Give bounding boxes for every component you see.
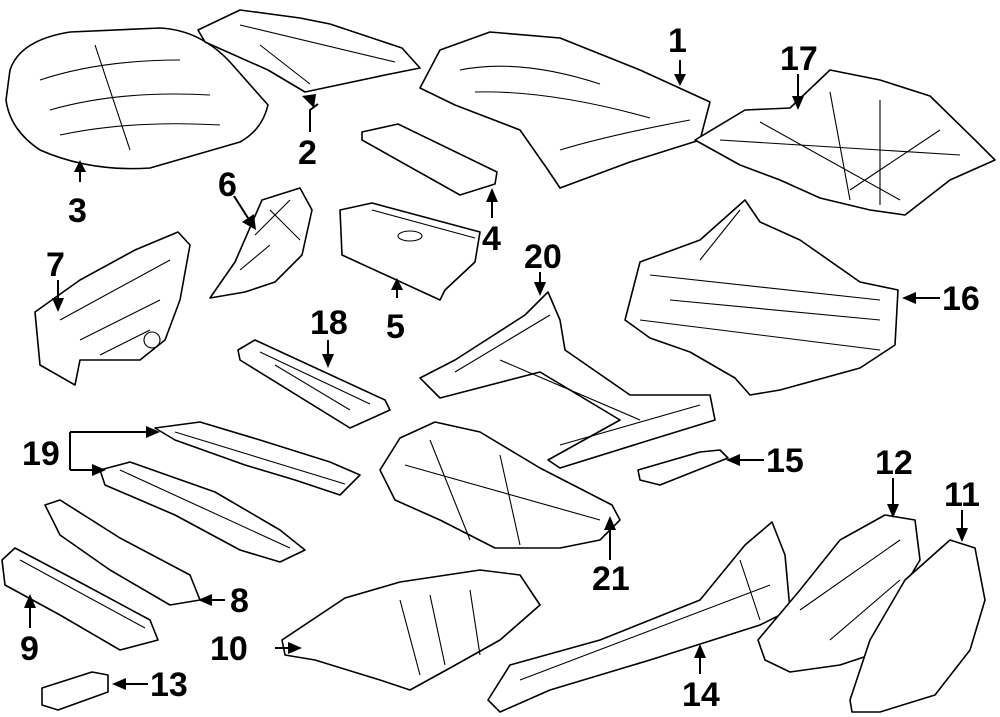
callout-8: 8: [230, 582, 249, 620]
part-6-trim: [209, 187, 313, 299]
part-3-cushion-cover: [5, 27, 269, 170]
callout-11: 11: [944, 476, 980, 514]
part-2-seat-pan: [197, 9, 421, 93]
callout-20: 20: [524, 238, 562, 276]
callout-16: 16: [942, 280, 980, 318]
part-19-rails: [99, 421, 361, 563]
part-4-pad: [361, 123, 498, 196]
callout-2: 2: [298, 134, 317, 172]
part-10-console: [281, 569, 541, 691]
part-13-block: [41, 671, 109, 711]
callout-6: 6: [218, 166, 237, 204]
part-16-seat-frame: [624, 199, 899, 396]
part-15-bracket: [637, 449, 729, 486]
callout-18: 18: [310, 304, 348, 342]
callout-1: 1: [668, 22, 687, 60]
callout-15: 15: [766, 442, 804, 480]
part-9-side-cover: [1, 547, 159, 651]
callout-labels: 1 2 3 4 5 6 7 8 9 10 11 12 13 14 15 16 1…: [20, 22, 980, 714]
part-18-support-plate: [237, 339, 391, 429]
part-20-seat-track: [419, 291, 716, 469]
callout-21: 21: [592, 560, 630, 598]
callout-17: 17: [780, 40, 818, 78]
callout-9: 9: [20, 630, 39, 668]
callout-13: 13: [150, 666, 188, 704]
leader-lines: [24, 60, 968, 690]
part-11-side-shield: [849, 539, 986, 713]
callout-12: 12: [875, 444, 913, 482]
callout-10: 10: [210, 630, 248, 668]
callout-7: 7: [46, 246, 65, 284]
part-5-module: [339, 202, 481, 301]
part-14-side-panel: [487, 521, 791, 713]
callout-14: 14: [682, 676, 720, 714]
part-7-side-housing: [34, 231, 191, 386]
callout-3: 3: [68, 192, 87, 230]
part-21-frame: [379, 421, 621, 549]
part-17-frame-mechanism: [694, 69, 996, 216]
callout-4: 4: [482, 220, 501, 258]
callout-19: 19: [22, 435, 60, 473]
callout-5: 5: [386, 308, 405, 346]
